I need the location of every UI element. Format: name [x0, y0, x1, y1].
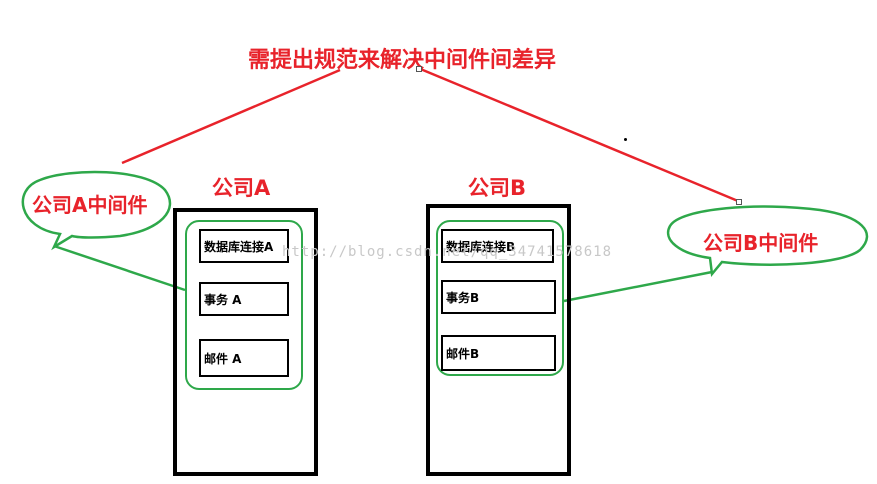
module-b-db-connection: 数据库连接B	[441, 229, 554, 263]
diagram-title: 需提出规范来解决中间件间差异	[248, 48, 557, 73]
bubble-a-shape	[21, 170, 172, 251]
title-to-bubble-a-line	[121, 68, 341, 165]
title-to-bubble-b-line	[417, 66, 739, 203]
module-a-mail: 邮件 A	[199, 339, 289, 377]
watermark: http://blog.csdn.net/qq_34741578618	[282, 244, 613, 260]
middleware-group-a	[185, 220, 303, 390]
bubble-b-label: 公司B中间件	[703, 231, 819, 255]
company-b-box	[426, 204, 571, 476]
bubble-a-connector-top	[53, 244, 186, 292]
company-b-title: 公司B	[468, 176, 527, 200]
module-b-transaction: 事务B	[441, 280, 556, 314]
bubble-b-connector	[563, 270, 713, 303]
line-endpoint-handle	[416, 66, 422, 72]
company-a-title: 公司A	[212, 176, 271, 200]
module-a-transaction: 事务 A	[199, 282, 289, 316]
module-a-db-connection: 数据库连接A	[199, 229, 289, 263]
bubble-b-shape	[667, 205, 869, 278]
module-b-mail: 邮件B	[441, 335, 556, 371]
bubble-a-label: 公司A中间件	[32, 193, 148, 217]
company-a-box	[173, 208, 318, 476]
middleware-group-b	[436, 220, 564, 376]
line-endpoint-handle	[736, 199, 742, 205]
stray-dot	[624, 138, 627, 141]
